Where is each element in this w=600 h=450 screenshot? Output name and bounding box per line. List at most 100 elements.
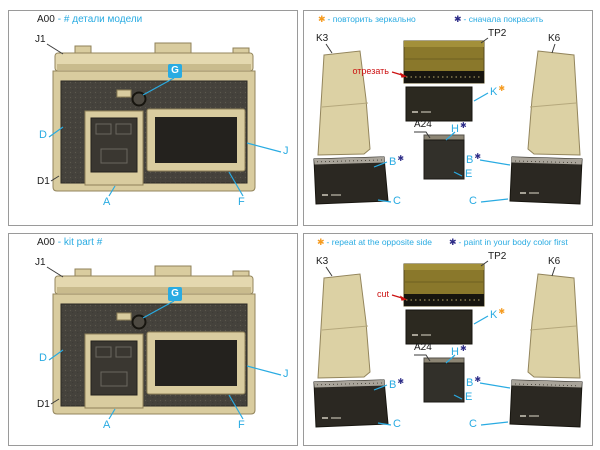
leader-lines-black	[46, 266, 64, 405]
callout-k-letter: K	[490, 86, 498, 98]
legend-paint-text: - paint in your body color first	[458, 237, 568, 247]
paint-star-icon: ✱	[397, 377, 405, 386]
part-k6-seam	[529, 102, 577, 108]
callout-h-letter: H	[451, 123, 459, 135]
part-desc: - kit part #	[57, 237, 103, 248]
quadrant-placement-en: ✱- repeat at the opposite side ✱- paint …	[303, 233, 593, 446]
part-opening	[155, 117, 237, 163]
callout-c-left: C	[393, 418, 401, 430]
repeat-star-icon: ✱	[498, 84, 506, 93]
cluster-face	[90, 340, 138, 396]
leader-lines-cyan	[373, 315, 511, 426]
callout-b-right: B✱	[466, 153, 481, 166]
part-tp2-top	[404, 264, 484, 270]
callout-g-badge: G	[168, 64, 182, 78]
callout-b-letter: B	[466, 154, 474, 166]
callout-k-letter: K	[490, 309, 498, 321]
callout-j: J	[283, 145, 289, 157]
part-code: A00	[37, 237, 55, 248]
part-h	[423, 139, 465, 180]
logo-mark	[520, 192, 526, 194]
rivet-row	[514, 383, 580, 387]
part-dark-right	[509, 379, 583, 428]
leader-lines-black	[46, 43, 64, 182]
repeat-star-icon: ✱	[318, 14, 326, 24]
callout-h-letter: H	[451, 346, 459, 358]
cut-arrow	[391, 294, 407, 301]
callout-c-right: C	[469, 418, 477, 430]
part-k3	[317, 273, 371, 379]
repeat-star-icon: ✱	[317, 237, 325, 247]
cluster-gauge	[115, 346, 132, 358]
callout-h: H✱	[451, 345, 467, 358]
part-k6-seam	[529, 325, 577, 331]
part-dark-right-strip	[511, 157, 582, 165]
paint-star-icon: ✱	[454, 14, 462, 24]
callout-b-letter: B	[466, 377, 474, 389]
cluster-face	[90, 117, 138, 173]
callout-a: A	[103, 196, 111, 208]
callout-a24: A24	[414, 342, 432, 353]
logo-mark	[529, 192, 539, 194]
legend-paint: ✱- сначала покрасить	[454, 14, 543, 25]
decal-parts-drawing	[313, 37, 583, 205]
part-k3	[317, 50, 371, 156]
callout-e: E	[465, 168, 473, 180]
part-k3-seam	[321, 102, 369, 108]
cluster-gauge	[115, 123, 132, 135]
legend-repeat-text: - повторить зеркально	[327, 14, 416, 24]
legend-paint-text: - сначала покрасить	[463, 14, 544, 24]
callout-b-left: B✱	[389, 378, 404, 391]
part-desc: - # детали модели	[57, 14, 143, 25]
callout-b-left: B✱	[389, 155, 404, 168]
part-round-vent	[131, 314, 147, 330]
logo-mark	[331, 194, 341, 196]
callout-b-letter: B	[389, 379, 397, 391]
part-top-bar-shade	[57, 287, 251, 293]
callout-k: K✱	[490, 85, 505, 98]
dashboard-part-drawing	[46, 265, 282, 420]
legend-repeat: ✱- повторить зеркально	[318, 14, 416, 25]
logo-mark	[412, 334, 418, 336]
callout-d: D	[39, 352, 47, 364]
quadrant-kit-part-en: A00- kit part # J1 G D J D1 A F	[8, 233, 298, 446]
part-tab	[154, 265, 192, 278]
logo-mark	[421, 334, 431, 336]
cluster-gauge	[95, 346, 112, 358]
cut-label: отрезать	[352, 66, 390, 76]
logo-mark	[529, 415, 539, 417]
callout-k3: K3	[316, 33, 329, 44]
cluster-gauge	[95, 123, 112, 135]
callout-b-letter: B	[389, 156, 397, 168]
rivet-row	[316, 382, 383, 386]
paint-star-icon: ✱	[449, 237, 457, 247]
legend-repeat-text: - repeat at the opposite side	[326, 237, 432, 247]
rivet-row	[316, 159, 383, 163]
part-round-vent	[131, 91, 147, 107]
logo-mark	[412, 111, 418, 113]
leader-lines-black	[325, 37, 556, 139]
callout-k: K✱	[490, 308, 505, 321]
logo-mark	[322, 417, 328, 419]
callout-h: H✱	[451, 122, 467, 135]
cluster-gauge	[100, 371, 128, 387]
callout-a24: A24	[414, 119, 432, 130]
leader-lines-black	[325, 260, 556, 362]
paint-star-icon: ✱	[474, 152, 482, 161]
cut-arrow	[391, 71, 407, 78]
legend-paint: ✱- paint in your body color first	[449, 237, 568, 248]
part-k	[405, 86, 473, 122]
part-tp2-band	[404, 294, 484, 306]
logo-mark	[421, 111, 431, 113]
part-tp2-band	[404, 71, 484, 83]
callout-j1: J1	[35, 257, 46, 268]
part-tp2-top	[404, 41, 484, 47]
callout-a: A	[103, 419, 111, 431]
leader-lines-cyan	[373, 92, 511, 203]
cluster-gauge	[100, 148, 128, 164]
callout-g-badge: G	[168, 287, 182, 301]
part-small-block	[116, 312, 132, 321]
part-k3-seam	[321, 325, 369, 331]
callout-e: E	[465, 391, 473, 403]
part-h	[423, 362, 465, 403]
